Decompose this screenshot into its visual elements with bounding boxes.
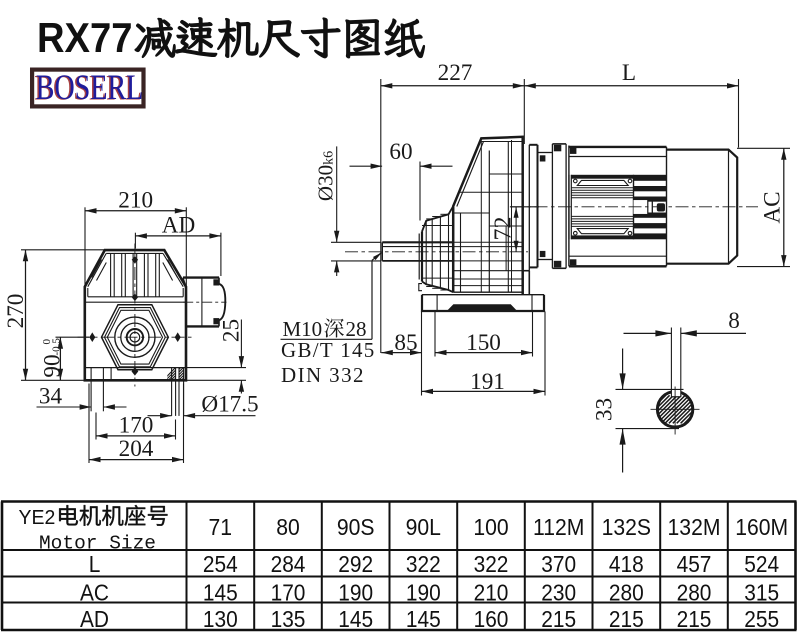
svg-text:170: 170 xyxy=(271,580,306,606)
svg-text:284: 284 xyxy=(271,551,306,577)
svg-text:0: 0 xyxy=(41,339,53,345)
svg-text:80: 80 xyxy=(276,514,300,540)
svg-text:85: 85 xyxy=(394,330,417,356)
svg-text:322: 322 xyxy=(474,551,509,577)
svg-text:34: 34 xyxy=(39,384,63,410)
svg-text:BOSERL: BOSERL xyxy=(36,67,144,107)
svg-text:255: 255 xyxy=(744,606,779,632)
svg-text:210: 210 xyxy=(118,188,153,214)
svg-text:145: 145 xyxy=(338,606,373,632)
svg-text:L: L xyxy=(622,60,636,86)
svg-text:RX77: RX77 xyxy=(37,16,132,62)
svg-text:90: 90 xyxy=(40,354,66,377)
svg-text:BOSERL: BOSERL xyxy=(34,67,142,107)
svg-text:170: 170 xyxy=(119,412,154,438)
svg-text:L: L xyxy=(89,551,101,577)
svg-text:292: 292 xyxy=(338,551,373,577)
svg-text:100: 100 xyxy=(473,514,508,540)
svg-text:AD: AD xyxy=(162,213,196,239)
svg-text:315: 315 xyxy=(744,580,779,606)
svg-text:280: 280 xyxy=(609,580,644,606)
svg-text:280: 280 xyxy=(677,580,712,606)
svg-text:Motor Size: Motor Size xyxy=(39,533,156,555)
svg-text:AC: AC xyxy=(80,580,109,606)
svg-text:215: 215 xyxy=(541,606,576,632)
svg-text:25: 25 xyxy=(219,319,245,342)
svg-text:33: 33 xyxy=(591,398,617,421)
svg-text:204: 204 xyxy=(119,436,154,462)
svg-text:254: 254 xyxy=(203,551,238,577)
svg-text:AD: AD xyxy=(80,606,109,632)
svg-text:8: 8 xyxy=(728,308,740,334)
svg-text:71: 71 xyxy=(209,514,233,540)
svg-text:Ø30k6: Ø30k6 xyxy=(314,151,338,201)
svg-text:GB/T 145: GB/T 145 xyxy=(281,338,376,362)
svg-text:215: 215 xyxy=(609,606,644,632)
svg-text:227: 227 xyxy=(438,60,473,86)
svg-text:457: 457 xyxy=(677,551,712,577)
svg-text:132S: 132S xyxy=(602,514,651,540)
svg-text:370: 370 xyxy=(541,551,576,577)
svg-text:150: 150 xyxy=(466,330,501,356)
svg-text:145: 145 xyxy=(406,606,441,632)
svg-text:AC: AC xyxy=(760,191,786,223)
svg-text:112M: 112M xyxy=(533,514,584,540)
svg-text:YE2: YE2 xyxy=(19,507,56,530)
svg-text:90S: 90S xyxy=(337,514,375,540)
svg-text:28: 28 xyxy=(346,317,367,341)
svg-text:M10: M10 xyxy=(283,317,323,341)
svg-text:191: 191 xyxy=(470,369,505,395)
svg-text:322: 322 xyxy=(406,551,441,577)
svg-text:190: 190 xyxy=(338,580,373,606)
svg-text:Ø17.5: Ø17.5 xyxy=(201,391,258,417)
svg-text:DIN 332: DIN 332 xyxy=(281,363,365,387)
svg-text:524: 524 xyxy=(744,551,779,577)
svg-text:210: 210 xyxy=(474,580,509,606)
svg-text:190: 190 xyxy=(406,580,441,606)
svg-text:90L: 90L xyxy=(406,514,441,540)
svg-text:135: 135 xyxy=(271,606,306,632)
svg-text:160M: 160M xyxy=(735,514,788,540)
svg-text:160: 160 xyxy=(474,606,509,632)
svg-text:270: 270 xyxy=(3,294,29,329)
svg-text:418: 418 xyxy=(609,551,644,577)
svg-text:215: 215 xyxy=(677,606,712,632)
svg-text:-0.5: -0.5 xyxy=(51,338,63,356)
svg-text:132M: 132M xyxy=(668,514,721,540)
svg-text:130: 130 xyxy=(203,606,238,632)
svg-text:60: 60 xyxy=(389,139,412,165)
svg-text:230: 230 xyxy=(541,580,576,606)
svg-text:72: 72 xyxy=(491,217,517,241)
svg-text:145: 145 xyxy=(203,580,238,606)
